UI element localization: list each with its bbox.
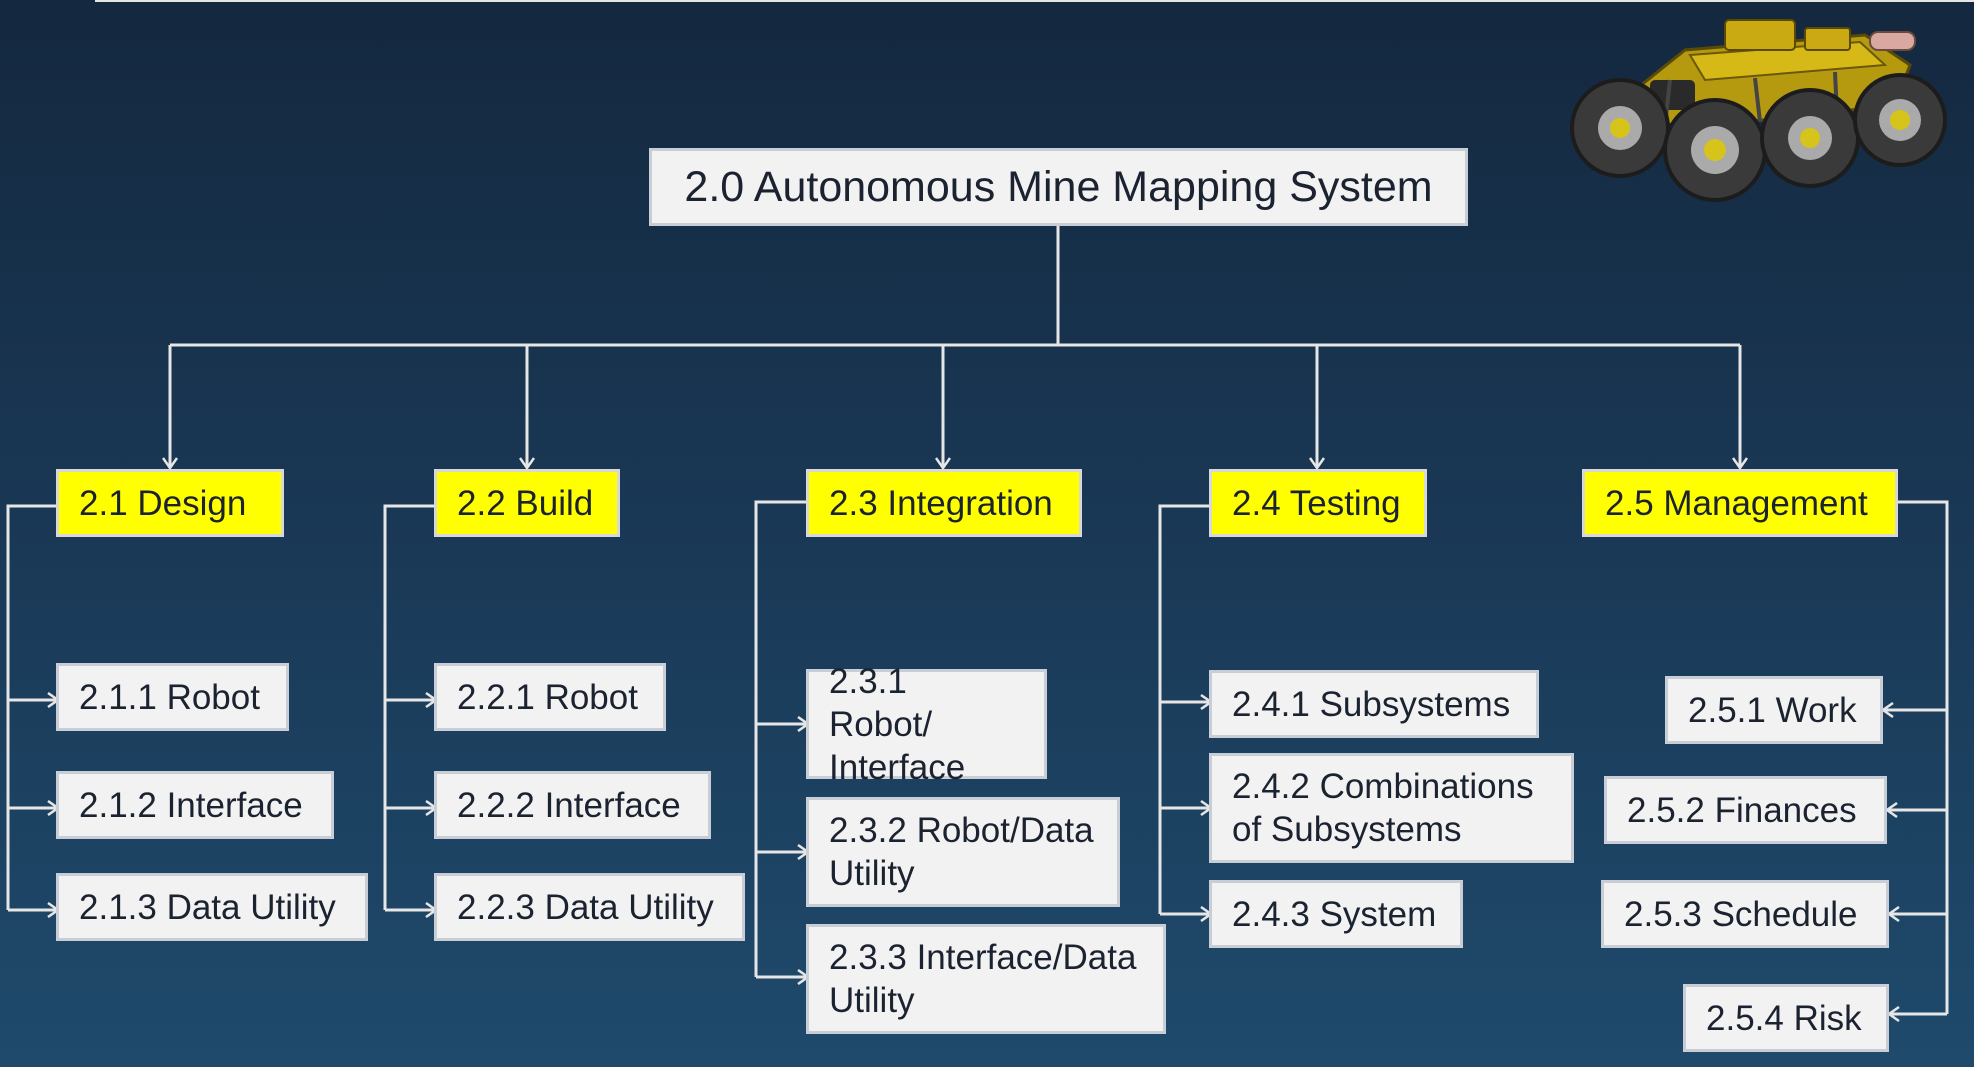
leaf-node-label: 2.1.3 Data Utility (79, 887, 336, 927)
design-spine-line (6, 504, 58, 910)
branch-node-label: 2.5 Management (1605, 483, 1868, 523)
branch-node-management: 2.5 Management (1582, 469, 1898, 537)
leaf-node-label: 2.4.1 Subsystems (1232, 684, 1511, 724)
branch-node-label: 2.2 Build (457, 483, 594, 523)
leaf-node-build-interface: 2.2.2 Interface (434, 771, 711, 839)
leaf-node-management-finances: 2.5.2 Finances (1604, 776, 1887, 844)
leaf-node-integration-interface-data-utility: 2.3.3 Interface/Data Utility (806, 924, 1166, 1034)
leaf-node-label: 2.2.2 Interface (457, 785, 681, 825)
root-node-label: 2.0 Autonomous Mine Mapping System (684, 162, 1433, 211)
branch-node-label: 2.4 Testing (1232, 483, 1401, 523)
leaf-node-build-data-utility: 2.2.3 Data Utility (434, 873, 745, 941)
branch-node-integration: 2.3 Integration (806, 469, 1082, 537)
testing-spine-line (1158, 504, 1211, 914)
leaf-node-management-schedule: 2.5.3 Schedule (1601, 880, 1889, 948)
leaf-node-label: 2.5.1 Work (1688, 690, 1857, 730)
branch-node-label: 2.1 Design (79, 483, 247, 523)
leaf-node-label: 2.4.2 Combinations of Subsystems (1232, 767, 1534, 849)
leaf-node-label: 2.4.3 System (1232, 894, 1437, 934)
build-spine-line (383, 504, 436, 910)
branch-node-build: 2.2 Build (434, 469, 620, 537)
branch-node-label: 2.3 Integration (829, 483, 1053, 523)
leaf-node-label: 2.5.4 Risk (1706, 998, 1862, 1038)
leaf-node-label: 2.1.2 Interface (79, 785, 303, 825)
leaf-node-label: 2.2.3 Data Utility (457, 887, 714, 927)
leaf-node-build-robot: 2.2.1 Robot (434, 663, 666, 731)
leaf-node-testing-system: 2.4.3 System (1209, 880, 1463, 948)
branch-node-testing: 2.4 Testing (1209, 469, 1427, 537)
leaf-node-label: 2.5.2 Finances (1627, 790, 1857, 830)
leaf-node-label: 2.1.1 Robot (79, 677, 260, 717)
management-spine-line (1896, 500, 1949, 1014)
integration-spine-line (754, 500, 808, 977)
leaf-node-design-data-utility: 2.1.3 Data Utility (56, 873, 368, 941)
leaf-node-testing-combinations: 2.4.2 Combinations of Subsystems (1209, 753, 1574, 863)
leaf-node-label: 2.3.2 Robot/Data Utility (829, 811, 1094, 893)
leaf-node-design-robot: 2.1.1 Robot (56, 663, 289, 731)
leaf-node-testing-subsystems: 2.4.1 Subsystems (1209, 670, 1539, 738)
leaf-node-management-work: 2.5.1 Work (1665, 676, 1883, 744)
leaf-node-label: 2.2.1 Robot (457, 677, 638, 717)
leaf-node-label: 2.3.3 Interface/Data Utility (829, 938, 1137, 1020)
leaf-node-label: 2.5.3 Schedule (1624, 894, 1858, 934)
leaf-node-integration-robot-interface: 2.3.1 Robot/ Interface (806, 662, 1047, 787)
leaf-node-integration-robot-data-utility: 2.3.2 Robot/Data Utility (806, 797, 1120, 907)
leaf-node-management-risk: 2.5.4 Risk (1683, 984, 1889, 1052)
branch-node-design: 2.1 Design (56, 469, 284, 537)
wheel-icon (1570, 78, 1670, 178)
robot-image (1570, 19, 1947, 202)
leaf-node-design-interface: 2.1.2 Interface (56, 771, 334, 839)
leaf-node-label: 2.3.1 Robot/ Interface (829, 661, 966, 787)
root-node: 2.0 Autonomous Mine Mapping System (649, 148, 1468, 226)
top-rule (95, 0, 1974, 2)
